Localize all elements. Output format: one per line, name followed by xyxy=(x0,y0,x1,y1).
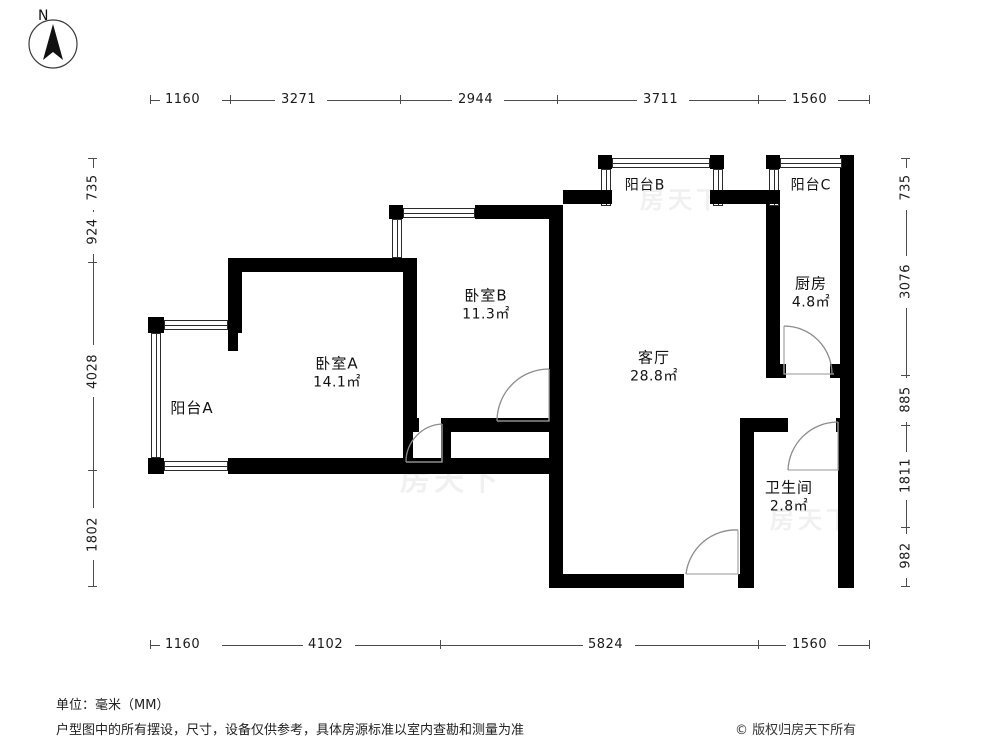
dim-bottom-3: 1560 xyxy=(792,637,828,652)
dim-right-4: 982 xyxy=(898,542,914,569)
room-label-balcony-b: 阳台B xyxy=(625,177,666,196)
room-name: 客厅 xyxy=(637,348,671,367)
room-area: 2.8㎡ xyxy=(769,498,809,515)
dim-bottom-0: 1160 xyxy=(165,637,201,652)
unit-note: 单位：毫米（MM） xyxy=(56,698,170,713)
dim-left-2: 4028 xyxy=(85,353,101,390)
door-bedroom-b xyxy=(493,365,553,425)
dim-left-3: 1802 xyxy=(85,516,101,553)
dim-right-1: 3076 xyxy=(898,263,914,300)
dim-right-0: 735 xyxy=(898,174,914,201)
door-kitchen xyxy=(780,324,836,378)
room-label-balcony-a: 阳台A xyxy=(170,398,213,418)
dim-left-0: 735 xyxy=(85,174,101,201)
dim-bottom-2: 5824 xyxy=(588,637,624,652)
dim-bottom-1: 4102 xyxy=(308,637,344,652)
dim-top-4: 1560 xyxy=(792,92,828,107)
room-name: 卧室A xyxy=(315,354,359,373)
dim-top-3: 3711 xyxy=(643,92,679,107)
room-area: 14.1㎡ xyxy=(313,374,361,391)
room-label-bathroom: 卫生间 2.8㎡ xyxy=(765,477,813,516)
room-name: 卫生间 xyxy=(764,478,814,497)
dim-top-2: 2944 xyxy=(458,92,494,107)
room-label-balcony-c: 阳台C xyxy=(791,177,832,196)
room-area: 4.8㎡ xyxy=(791,294,831,311)
room-label-living-room: 客厅 28.8㎡ xyxy=(630,347,678,386)
room-name: 阳台A xyxy=(170,398,214,417)
north-arrow-icon xyxy=(20,8,86,74)
door-bathroom xyxy=(786,420,842,474)
copyright-note: © 版权归房天下所有 xyxy=(735,723,857,738)
room-area: 11.3㎡ xyxy=(462,306,510,323)
room-area: 28.8㎡ xyxy=(630,368,678,385)
room-name: 阳台B xyxy=(624,177,666,194)
disclaimer-note: 户型图中的所有摆设，尺寸，设备仅供参考，具体房源标准以室内查勘和测量为准 xyxy=(56,723,525,738)
room-label-bedroom-a: 卧室A 14.1㎡ xyxy=(313,353,361,392)
room-name: 厨房 xyxy=(794,274,828,293)
dim-left-1: 924 xyxy=(85,218,101,245)
door-entry xyxy=(684,528,742,578)
room-label-bedroom-b: 卧室B 11.3㎡ xyxy=(462,285,510,324)
dim-top-1: 3271 xyxy=(281,92,317,107)
door-bedroom-a xyxy=(404,420,446,464)
north-label: N xyxy=(38,8,49,24)
room-name: 卧室B xyxy=(464,286,508,305)
dim-right-3: 1811 xyxy=(898,457,914,494)
dim-top-0: 1160 xyxy=(165,92,201,107)
dim-right-2: 885 xyxy=(898,386,914,413)
room-label-kitchen: 厨房 4.8㎡ xyxy=(792,273,830,312)
room-name: 阳台C xyxy=(790,177,832,194)
